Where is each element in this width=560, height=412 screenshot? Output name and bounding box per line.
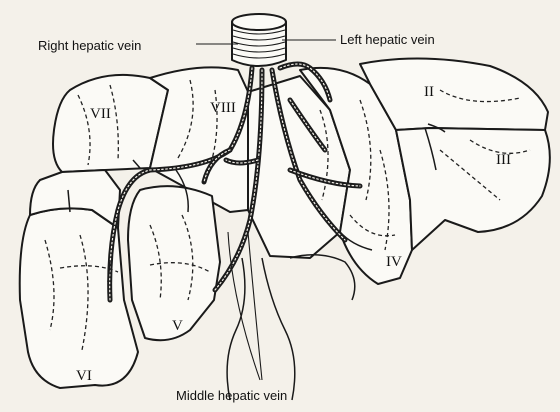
label-right-hepatic-vein: Right hepatic vein (38, 38, 141, 53)
segment-vi (20, 208, 138, 388)
segment-label-iii: III (496, 152, 511, 168)
segment-label-vii: VII (90, 106, 111, 122)
segment-label-viii: VIII (210, 100, 236, 116)
segment-label-ii: II (424, 84, 434, 100)
segment-label-vi: VI (76, 368, 92, 384)
segment-vii (53, 75, 168, 172)
segment-label-iv: IV (386, 254, 402, 270)
segment-label-v: V (172, 318, 183, 334)
label-left-hepatic-vein: Left hepatic vein (340, 32, 435, 47)
label-middle-hepatic-vein: Middle hepatic vein (176, 388, 287, 403)
inferior-vena-cava (232, 14, 286, 66)
segment-iii (396, 128, 550, 250)
